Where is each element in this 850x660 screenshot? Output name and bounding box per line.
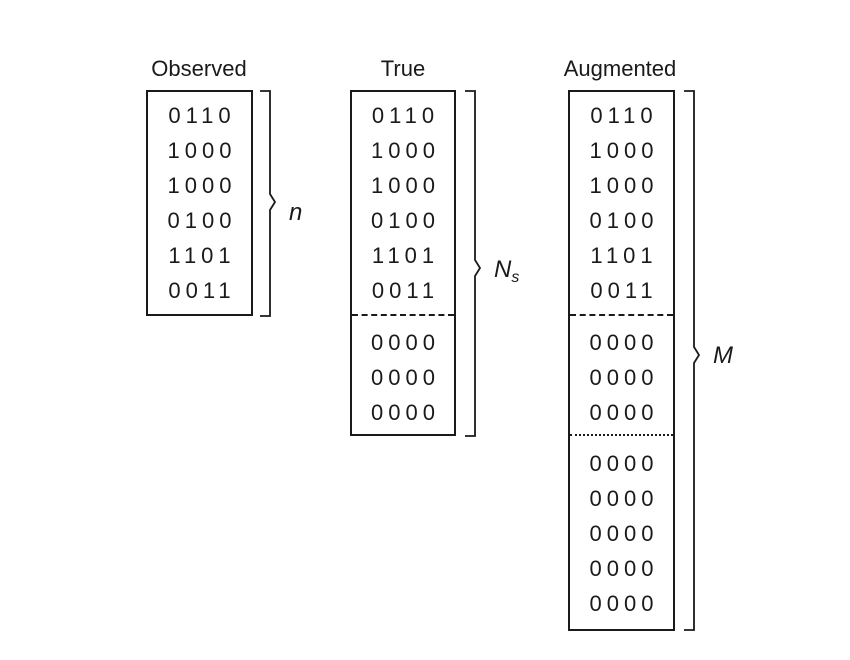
observed-row: 0100: [167, 208, 237, 233]
true-zero-row: 0000: [371, 365, 440, 390]
augmented-row: 1000: [589, 173, 659, 198]
augmented-extra-zero-row: 0000: [589, 451, 659, 476]
true-brace-label: Ns: [494, 257, 519, 291]
true-row: 0100: [371, 208, 440, 233]
true-brace-label-main: N: [494, 256, 512, 283]
true-zero-row: 0000: [371, 330, 440, 355]
augmented-row: 1101: [590, 243, 658, 268]
augmented-dotted-separator: [570, 434, 673, 436]
augmented-zero-row: 0000: [589, 400, 659, 425]
observed-row: 1000: [167, 173, 237, 198]
true-zero-row: 0000: [371, 400, 440, 425]
true-brace: [465, 90, 482, 437]
augmented-row: 1000: [589, 138, 659, 163]
true-title: True: [380, 56, 426, 81]
augmented-brace: [684, 90, 701, 631]
true-row: 0110: [371, 103, 440, 128]
observed-brace: [260, 90, 277, 317]
augmented-dashed-separator: [570, 314, 673, 316]
true-dashed-separator: [352, 314, 454, 316]
augmented-extra-zero-row: 0000: [589, 591, 659, 616]
augmented-title: Augmented: [563, 56, 677, 81]
true-row: 1000: [371, 173, 440, 198]
augmented-extra-zero-row: 0000: [589, 556, 659, 581]
true-row: 0011: [371, 278, 440, 303]
augmented-zero-row: 0000: [589, 365, 659, 390]
observed-row: 1101: [168, 243, 236, 268]
augmented-brace-label: M: [713, 342, 733, 369]
true-matrix: 0110 1000 1000 0100 1101 0011 0000 0000 …: [350, 90, 456, 436]
augmented-row: 0011: [590, 278, 658, 303]
augmented-row: 0110: [590, 103, 658, 128]
observed-title: Observed: [151, 56, 247, 81]
true-brace-label-subscript: s: [511, 269, 520, 286]
augmented-extra-zero-row: 0000: [589, 521, 659, 546]
observed-row: 0011: [168, 278, 236, 303]
observed-row: 1000: [167, 138, 237, 163]
observed-row: 0110: [168, 103, 236, 128]
augmented-matrix: 0110 1000 1000 0100 1101 0011 0000 0000 …: [568, 90, 675, 631]
true-row: 1000: [371, 138, 440, 163]
observed-matrix: 0110 1000 1000 0100 1101 0011: [146, 90, 253, 316]
augmented-zero-row: 0000: [589, 330, 659, 355]
observed-brace-label: n: [289, 199, 303, 226]
true-row: 1101: [371, 243, 440, 268]
augmented-row: 0100: [589, 208, 659, 233]
augmented-extra-zero-row: 0000: [589, 486, 659, 511]
